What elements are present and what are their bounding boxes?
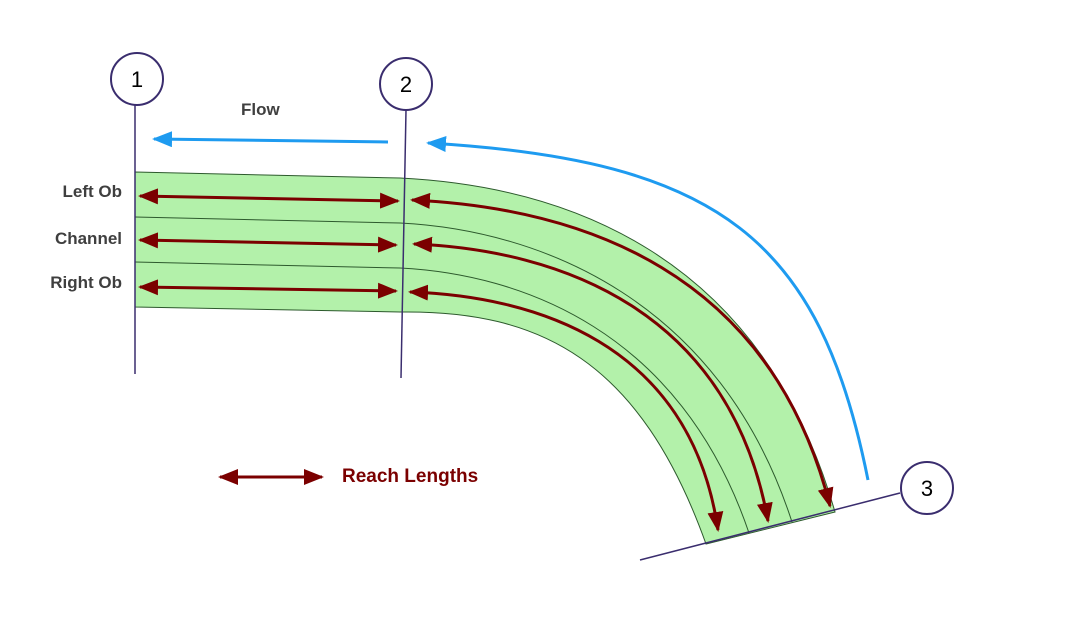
reach-arrow-left-ob-1-2 — [138, 188, 400, 209]
legend-text: Reach Lengths — [342, 466, 478, 487]
reach-arrow-channel-1-2 — [138, 232, 398, 253]
svg-text:3: 3 — [921, 476, 933, 501]
left-ob-label: Left Ob — [63, 182, 123, 201]
svg-text:1: 1 — [131, 67, 143, 92]
legend: Reach Lengths — [218, 466, 478, 487]
svg-text:2: 2 — [400, 72, 412, 97]
cross-section-line-3 — [639, 492, 901, 561]
reach-arrow-right-ob-1-2 — [138, 279, 398, 299]
channel-label: Channel — [55, 229, 122, 248]
reach-arrow-right-ob-2-3 — [408, 284, 724, 532]
flow-label: Flow — [241, 100, 280, 119]
cross-section-marker-1: 1 — [110, 52, 164, 106]
river-band — [134, 171, 836, 545]
cross-section-line-2 — [400, 109, 407, 379]
cross-section-marker-2: 2 — [379, 57, 433, 111]
right-ob-label: Right Ob — [50, 273, 122, 292]
cross-section-marker-3: 3 — [900, 461, 954, 515]
flow-arrow-straight — [152, 131, 389, 148]
